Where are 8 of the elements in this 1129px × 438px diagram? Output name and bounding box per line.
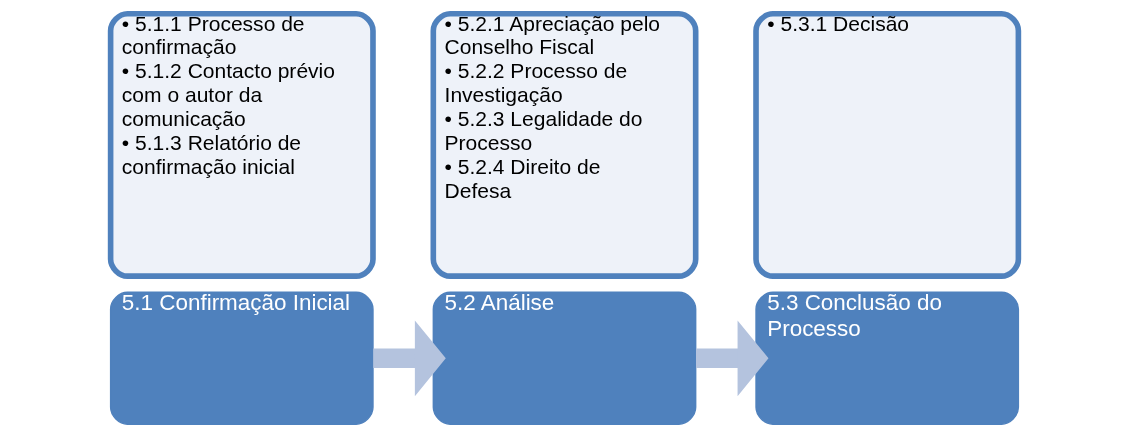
node-box: 5.2 Análise (432, 291, 697, 425)
node-box: • 5.1.1 Processo de confirmação • 5.1.2 Contacto prévio com o autor da comunicação • 5.1.3 Relatório de confirmação inicial (107, 11, 376, 279)
arrow (373, 320, 446, 397)
node-box: • 5.3.1 Decisão (753, 11, 1022, 279)
node-box: 5.1 Confirmação Inicial (109, 291, 374, 425)
node-box: • 5.2.1 Apreciação pelo Conselho Fiscal • 5.2.2 Processo de Investigação • 5.2.3 Legalidade do Processo • 5.2.4 Direito de Defesa (430, 11, 699, 279)
node-box: 5.3 Conclusão do Processo (755, 291, 1020, 425)
arrow (696, 320, 769, 397)
